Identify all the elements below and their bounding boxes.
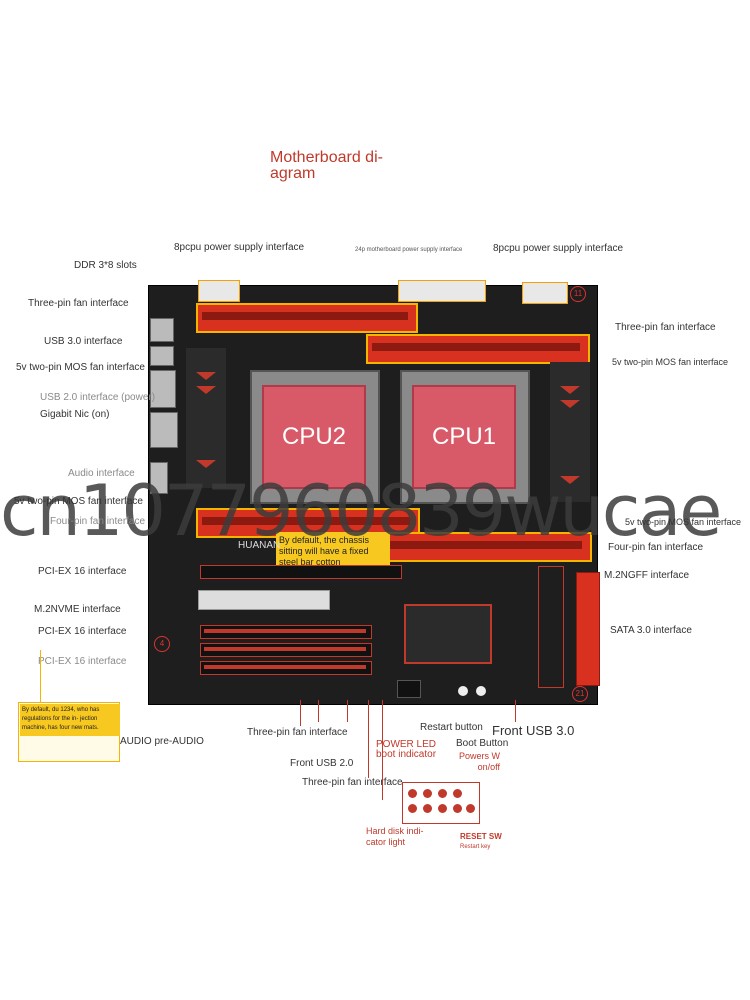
label-front-usb30: Front USB 3.0 <box>492 723 575 738</box>
label-audio-pre: AUDIO pre-AUDIO <box>120 736 204 747</box>
label-mos-right: 5v two-pin MOS fan interface <box>612 357 729 367</box>
pin <box>453 789 462 798</box>
label-pcie1: PCI-EX 16 interface <box>38 566 127 577</box>
pin <box>453 804 462 813</box>
label-reset-key: Restart key <box>460 844 491 850</box>
8pin-cpu-power-left <box>198 280 240 302</box>
label-mos-left-2: 5v two-pin MOS fan interface <box>14 496 143 507</box>
label-fan-bottom-2: Three-pin fan interface <box>302 777 403 788</box>
badge-4: 4 <box>154 636 170 652</box>
label-usb20-power: USB 2.0 interface (power) <box>40 392 156 403</box>
leader-line <box>515 700 516 722</box>
label-restart-btn: Restart button <box>420 722 483 733</box>
left-note: By default, du 1234, who has regulations… <box>20 704 120 736</box>
usb20-port <box>150 370 176 408</box>
label-usb30: USB 3.0 interface <box>44 336 123 347</box>
leader-line <box>318 700 319 722</box>
lan-port <box>150 412 178 448</box>
pin <box>408 804 417 813</box>
chevron-icon <box>196 372 216 380</box>
leader-line <box>300 700 301 726</box>
ddr-slot-top-right-inner <box>372 343 580 351</box>
sata-ports <box>576 572 600 686</box>
chevron-icon <box>560 476 580 484</box>
chevron-icon <box>196 460 216 468</box>
cpu2-cap: CPU2 <box>262 385 366 489</box>
pin <box>408 789 417 798</box>
m2-nvme-slot <box>198 590 330 610</box>
pcie-slot-1 <box>200 565 402 579</box>
pin <box>438 789 447 798</box>
pin <box>423 804 432 813</box>
usb-port <box>150 346 174 366</box>
cpu1-label: CPU1 <box>431 423 497 450</box>
label-mos-right-2: 5v two-pin MOS fan interface <box>625 517 742 527</box>
chassis-note-text: By default, the chassis sitting will hav… <box>279 535 370 567</box>
left-note-text: By default, du 1234, who has regulations… <box>22 707 100 731</box>
pcie-slot-3-contacts <box>204 647 366 651</box>
m2-ngff-slot <box>538 566 564 688</box>
pin <box>438 804 447 813</box>
pch-heatsink <box>404 604 492 664</box>
leader-line <box>368 700 369 778</box>
label-nic: Gigabit Nic (on) <box>40 409 110 420</box>
label-m2ngff: M.2NGFF interface <box>604 570 690 581</box>
24pin-power-connector <box>398 280 486 302</box>
pin <box>466 804 475 813</box>
label-reset: RESET SW <box>460 832 502 841</box>
8pin-cpu-power-right <box>522 282 568 304</box>
label-m2nvme: M.2NVME interface <box>34 604 121 615</box>
label-8pin-right: 8pcpu power supply interface <box>493 243 624 254</box>
ddr-slot-bottom-left-inner <box>202 517 410 525</box>
pcie-slot-4-contacts <box>204 665 366 669</box>
pin <box>423 789 432 798</box>
pcie-slot-2-contacts <box>204 629 366 633</box>
chevron-icon <box>560 400 580 408</box>
label-fan-bottom: Three-pin fan interface <box>247 727 348 738</box>
label-hdd: Hard disk indi- cator light <box>366 826 424 847</box>
audio-port <box>150 462 168 494</box>
chevron-icon <box>560 386 580 394</box>
brand-logo: HUANAN <box>238 540 281 551</box>
label-mos-left: 5v two-pin MOS fan interface <box>16 362 145 373</box>
label-fan-right-top: Three-pin fan interface <box>615 322 716 333</box>
chassis-note: By default, the chassis sitting will hav… <box>276 532 390 570</box>
cpu1-cap: CPU1 <box>412 385 516 489</box>
debug-led <box>397 680 421 698</box>
label-boot-btn: Boot Button <box>456 738 509 749</box>
label-front-usb20: Front USB 2.0 <box>290 758 354 769</box>
label-powers: Powers W on/off <box>458 751 500 772</box>
leader-line <box>347 700 348 722</box>
label-fan-left-top: Three-pin fan interface <box>28 298 129 309</box>
label-power-led: POWER LED boot indicator <box>376 739 437 760</box>
label-fourpin-right: Four-pin fan interface <box>608 542 704 553</box>
label-fourpin-left: Four-pin fan interface <box>50 516 146 527</box>
leader-line <box>382 700 383 800</box>
badge-11: 11 <box>570 286 586 302</box>
page-title: Motherboard di- agram <box>270 149 383 182</box>
watermark: cn1077960839wucae <box>0 470 722 552</box>
restart-button <box>458 686 468 696</box>
leader-line <box>40 650 41 702</box>
badge-21: 21 <box>572 686 588 702</box>
label-24pin: 24p motherboard power supply interface <box>355 247 463 253</box>
boot-button <box>476 686 486 696</box>
chevron-icon <box>196 386 216 394</box>
label-sata: SATA 3.0 interface <box>610 625 692 636</box>
label-audio: Audio interface <box>68 468 135 479</box>
label-pcie3: PCI-EX 16 interface <box>38 656 127 667</box>
ddr-slot-top-left-inner <box>202 312 408 320</box>
usb30-port <box>150 318 174 342</box>
label-8pin-left: 8pcpu power supply interface <box>174 242 305 253</box>
label-pcie2: PCI-EX 16 interface <box>38 626 127 637</box>
label-ddr: DDR 3*8 slots <box>74 260 137 271</box>
cpu2-label: CPU2 <box>281 423 347 450</box>
ddr-slot-bottom-right-inner <box>372 541 582 549</box>
front-panel-header <box>402 782 480 824</box>
